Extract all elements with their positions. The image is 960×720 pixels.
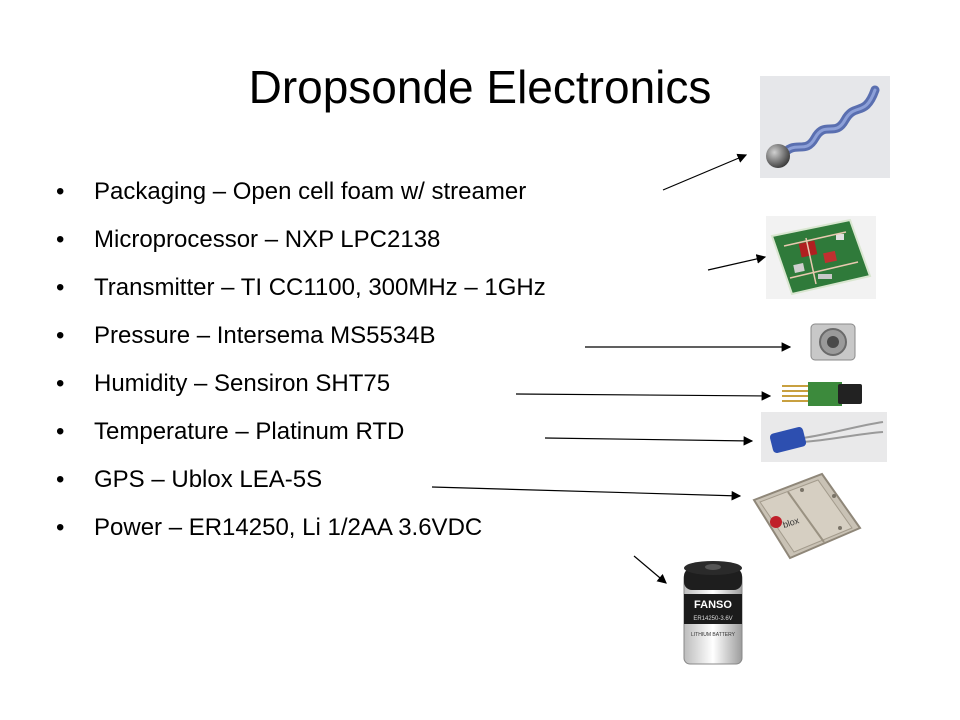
bullet-power: • Power – ER14250, Li 1/2AA 3.6VDC xyxy=(52,508,546,556)
bullet-text: Microprocessor – NXP LPC2138 xyxy=(94,226,441,253)
bullet-dot: • xyxy=(56,274,65,301)
bullet-dot: • xyxy=(56,226,65,253)
humidity-sensor-photo xyxy=(780,380,864,408)
arrow-transmitter xyxy=(707,254,767,271)
battery-photo: FANSO ER14250-3.6V LITHIUM BATTERY xyxy=(678,558,748,668)
bullet-text: Transmitter – TI CC1100, 300MHz – 1GHz xyxy=(94,274,546,301)
arrow-gps xyxy=(431,486,742,501)
bullet-transmitter: • Transmitter – TI CC1100, 300MHz – 1GHz xyxy=(52,268,546,316)
bullet-temperature: • Temperature – Platinum RTD xyxy=(52,412,546,460)
arrow-power xyxy=(633,555,667,584)
battery-model-text: ER14250-3.6V xyxy=(693,616,732,622)
bullet-microprocessor: • Microprocessor – NXP LPC2138 xyxy=(52,220,546,268)
bullet-dot: • xyxy=(56,418,65,445)
bullet-gps: • GPS – Ublox LEA-5S xyxy=(52,460,546,508)
foam-streamer-photo xyxy=(760,76,890,178)
transmitter-pcb-photo xyxy=(766,216,876,299)
gps-module-photo: blox xyxy=(746,470,866,566)
bullet-list: • Packaging – Open cell foam w/ streamer… xyxy=(52,172,546,556)
bullet-text: Power – ER14250, Li 1/2AA 3.6VDC xyxy=(94,514,483,541)
bullet-text: Humidity – Sensiron SHT75 xyxy=(94,370,391,397)
bullet-packaging: • Packaging – Open cell foam w/ streamer xyxy=(52,172,546,220)
bullet-dot: • xyxy=(56,370,65,397)
bullet-text: Temperature – Platinum RTD xyxy=(94,418,405,445)
bullet-dot: • xyxy=(56,514,65,541)
bullet-text: Pressure – Intersema MS5534B xyxy=(94,322,436,349)
pressure-sensor-photo xyxy=(805,318,861,366)
bullet-dot: • xyxy=(56,466,65,493)
bullet-text: GPS – Ublox LEA-5S xyxy=(94,466,323,493)
arrow-temperature xyxy=(544,436,754,446)
arrow-humidity xyxy=(515,391,772,401)
bullet-humidity: • Humidity – Sensiron SHT75 xyxy=(52,364,546,412)
ublox-logo-text: blox xyxy=(781,515,800,530)
bullet-pressure: • Pressure – Intersema MS5534B xyxy=(52,316,546,364)
slide-title: Dropsonde Electronics xyxy=(248,61,712,113)
arrow-packaging xyxy=(662,153,748,191)
battery-type-text: LITHIUM BATTERY xyxy=(691,632,736,638)
rtd-sensor-photo xyxy=(761,412,887,462)
battery-brand-text: FANSO xyxy=(694,599,732,611)
bullet-dot: • xyxy=(56,178,65,205)
bullet-dot: • xyxy=(56,322,65,349)
bullet-text: Packaging – Open cell foam w/ streamer xyxy=(94,178,527,205)
